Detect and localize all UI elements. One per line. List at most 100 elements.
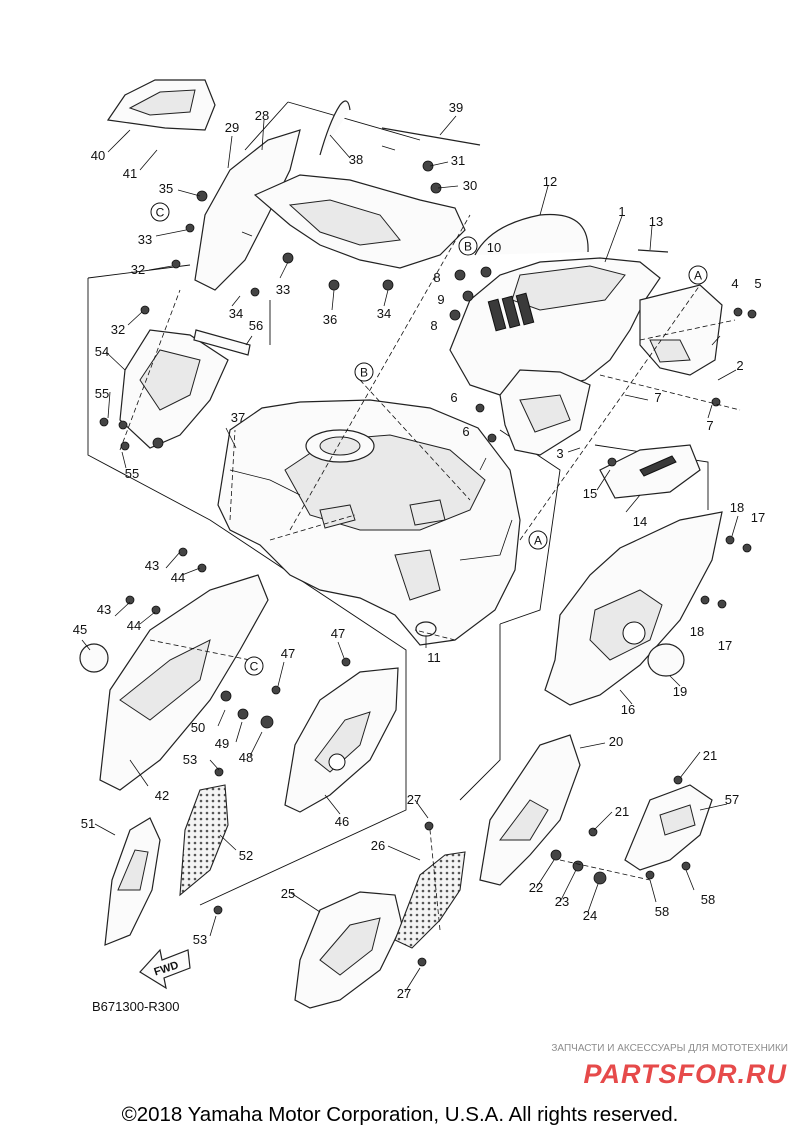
- callout: 3: [556, 446, 563, 461]
- side-panel-42: [99, 574, 269, 791]
- callout: 35: [159, 181, 173, 196]
- callout: 27: [407, 792, 421, 807]
- inner-bracket: [499, 369, 591, 456]
- callout: 10: [487, 240, 501, 255]
- copyright-notice: ©2018 Yamaha Motor Corporation, U.S.A. A…: [121, 1103, 679, 1126]
- callout: 44: [127, 618, 141, 633]
- reference-label: C: [250, 660, 259, 674]
- callout: 39: [449, 100, 463, 115]
- callout: 7: [706, 418, 713, 433]
- callout: 28: [255, 108, 269, 123]
- front-cowl-40: [106, 79, 216, 131]
- reference-marker-b-tank: B: [354, 362, 374, 382]
- callout: 57: [725, 792, 739, 807]
- reference-label: A: [694, 269, 702, 283]
- reference-label: C: [156, 206, 165, 220]
- callout: 51: [81, 816, 95, 831]
- mesh-grille-52: [179, 784, 229, 897]
- watermark-subtitle: ЗАПЧАСТИ И АКСЕССУАРЫ ДЛЯ МОТОТЕХНИКИ: [551, 1043, 788, 1054]
- reference-marker-a-tank: A: [528, 530, 548, 550]
- drawing-code: B671300-R300: [92, 999, 179, 1014]
- callout: 34: [377, 306, 391, 321]
- callout: 2: [736, 358, 743, 373]
- callout: 7: [654, 390, 661, 405]
- callout: 21: [615, 804, 629, 819]
- callout: 41: [123, 166, 137, 181]
- callout: 29: [225, 120, 239, 135]
- callout: 55: [95, 386, 109, 401]
- strip-13: [637, 249, 669, 253]
- mount-bracket-57: [624, 784, 713, 871]
- callout: 20: [609, 734, 623, 749]
- callout: 42: [155, 788, 169, 803]
- side-cover-rear: [479, 734, 581, 886]
- reference-marker-a-right: A: [688, 265, 708, 285]
- inner-panel-46: [284, 667, 399, 813]
- side-cover-right: [544, 511, 723, 706]
- callout: 8: [433, 270, 440, 285]
- hose-38: [319, 100, 351, 156]
- callout: 16: [621, 702, 635, 717]
- callout: 52: [239, 848, 253, 863]
- rubber-strip-56: [193, 329, 251, 356]
- callout: 50: [191, 720, 205, 735]
- watermark-logo-text: PARTSFOR.RU: [583, 1059, 787, 1088]
- callout: 44: [171, 570, 185, 585]
- callout: 21: [703, 748, 717, 763]
- fasteners: [99, 160, 757, 967]
- callout: 19: [673, 684, 687, 699]
- reference-label: A: [534, 534, 542, 548]
- callout: 23: [555, 894, 569, 909]
- front-trim-piece: [599, 444, 701, 499]
- callout: 47: [281, 646, 295, 661]
- cover-51: [104, 817, 161, 946]
- assembly-dashes: [119, 214, 741, 931]
- callout: 6: [462, 424, 469, 439]
- callout: 11: [427, 650, 441, 665]
- callout: 25: [281, 886, 295, 901]
- callout: 47: [331, 626, 345, 641]
- callout: 32: [131, 262, 145, 277]
- side-bracket: [639, 284, 723, 376]
- reference-marker-c-left: C: [244, 656, 264, 676]
- callout: 55: [125, 466, 139, 481]
- callout: 58: [655, 904, 669, 919]
- callout: 33: [138, 232, 152, 247]
- callout: 31: [451, 153, 465, 168]
- callout: 34: [229, 306, 243, 321]
- callout: 13: [649, 214, 663, 229]
- lower-cover-25: [294, 891, 403, 1009]
- callout: 6: [450, 390, 457, 405]
- reference-label: B: [464, 240, 472, 254]
- fuel-tank: [217, 399, 521, 646]
- callout: 17: [718, 638, 732, 653]
- reference-label: B: [360, 366, 368, 380]
- callout: 53: [183, 752, 197, 767]
- callout: 4: [731, 276, 738, 291]
- callout: 33: [276, 282, 290, 297]
- callout: 45: [73, 622, 87, 637]
- emblem-45: [79, 643, 109, 673]
- reference-marker-c-top: C: [150, 202, 170, 222]
- watermark-logo: PARTSFOR.RU: [583, 1059, 787, 1088]
- callout: 8: [430, 318, 437, 333]
- callout: 1: [618, 204, 625, 219]
- panel-54: [119, 329, 229, 449]
- callout-numbers: 1 2 3 4 5 6 6 7 7 8 8 9 10 11 12 13 14 1…: [73, 100, 765, 1001]
- callout: 56: [249, 318, 263, 333]
- head-cover: [253, 174, 466, 269]
- callout: 49: [215, 736, 229, 751]
- callout: 37: [231, 410, 245, 425]
- leader-lines: [81, 115, 739, 993]
- callout: 30: [463, 178, 477, 193]
- callout: 5: [754, 276, 761, 291]
- callout: 46: [335, 814, 349, 829]
- windscreen-28: [194, 129, 301, 291]
- trim-strip-39: [381, 127, 481, 146]
- callout: 58: [701, 892, 715, 907]
- callout: 18: [730, 500, 744, 515]
- callout: 27: [397, 986, 411, 1001]
- tank-top-cover: [449, 257, 661, 396]
- callout: 9: [437, 292, 444, 307]
